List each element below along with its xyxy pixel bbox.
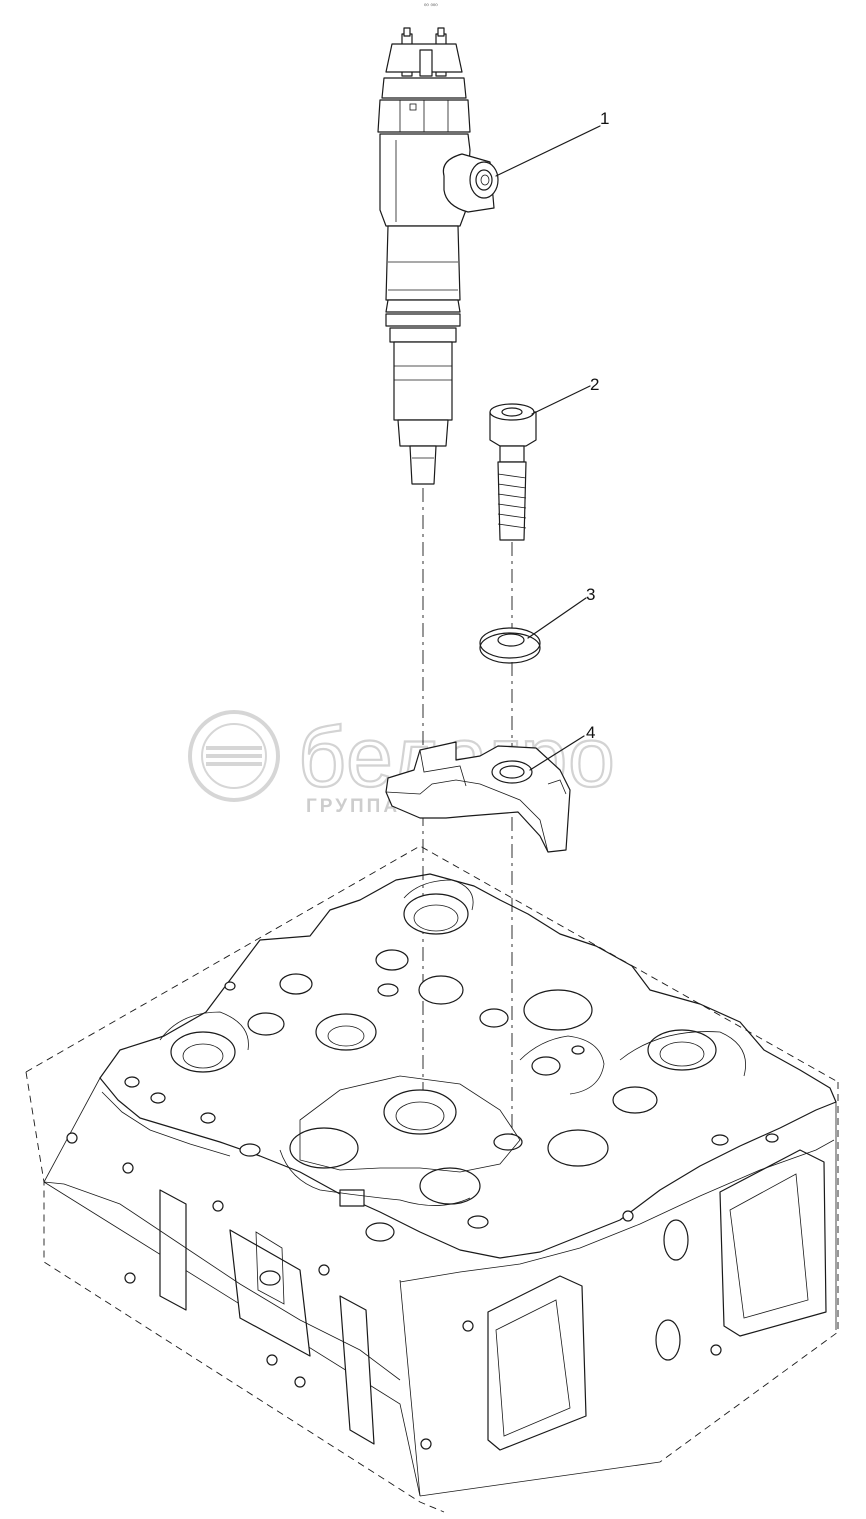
washer-part-3: [479, 627, 541, 664]
callout-label-3: 3: [586, 585, 595, 604]
leader-line-3: [527, 597, 587, 639]
corner-mark: ⁰⁰ ⁰⁰⁰: [424, 3, 438, 10]
injector-part-1: [377, 27, 499, 485]
leader-line-4: [529, 735, 585, 771]
clamp-part-4: [385, 741, 571, 853]
callout-label-1: 1: [600, 109, 609, 128]
callout-label-4: 4: [586, 723, 595, 742]
watermark-logo-icon: [188, 710, 280, 802]
leader-line-2: [531, 385, 591, 415]
cylinder-head: [25, 845, 839, 1513]
callout-label-2: 2: [590, 375, 599, 394]
leader-line-1: [495, 125, 601, 177]
bolt-part-2: [489, 403, 537, 541]
callout-group: 1 2 3 4: [495, 109, 609, 771]
